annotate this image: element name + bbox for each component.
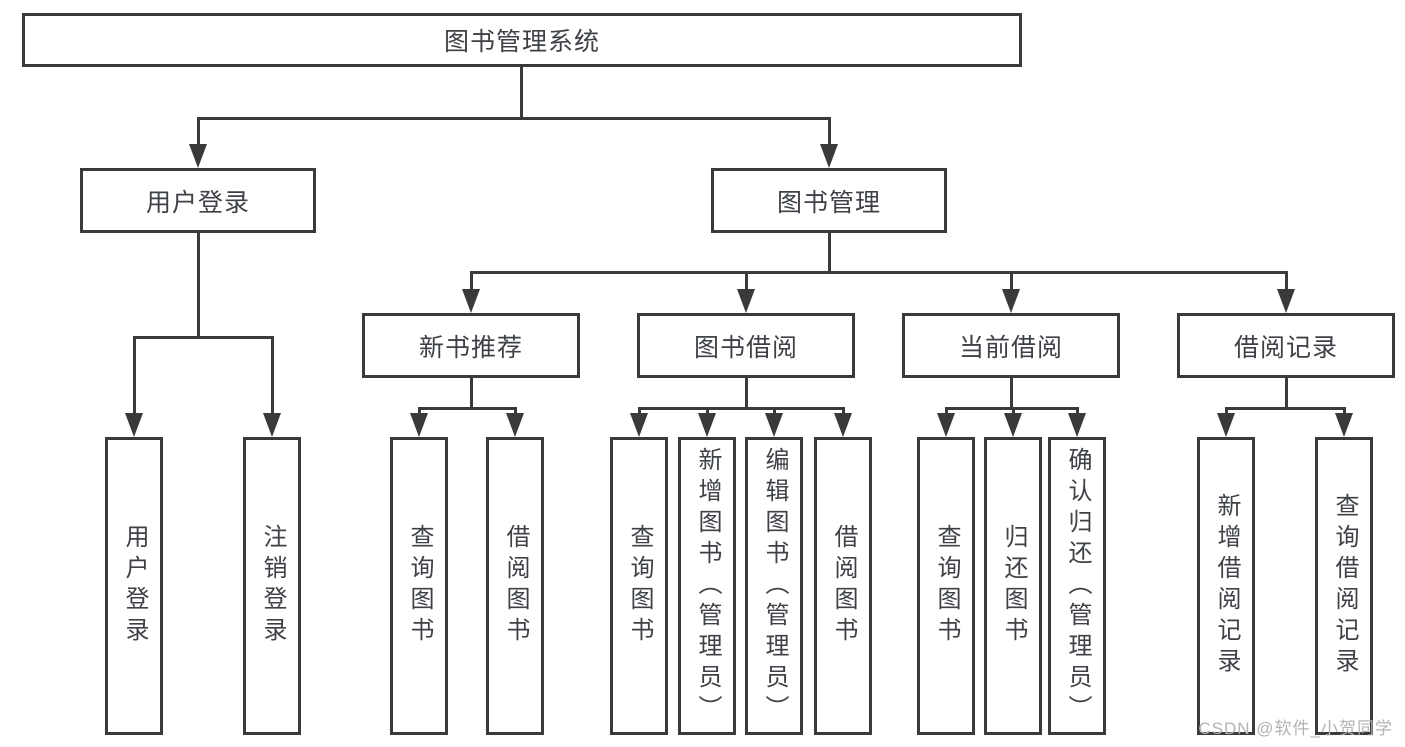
arrowhead-icon bbox=[937, 413, 955, 437]
connector-line bbox=[706, 407, 709, 415]
leaf-label: 归还图书 bbox=[1000, 524, 1027, 648]
arrowhead-icon bbox=[1335, 413, 1353, 437]
node-label: 借阅记录 bbox=[1233, 333, 1338, 362]
arrowhead-icon bbox=[125, 413, 143, 437]
arrowhead-icon bbox=[765, 413, 783, 437]
node-user-login: 用户登录 bbox=[80, 168, 316, 233]
connector-line bbox=[1225, 407, 1228, 415]
leaf-query-books-current: 查询图书 bbox=[917, 437, 975, 735]
leaf-label: 确认归还（管理员） bbox=[1064, 446, 1091, 726]
leaf-edit-book-admin: 编辑图书（管理员） bbox=[745, 437, 803, 735]
node-label: 图书管理 bbox=[776, 188, 881, 217]
connector-line bbox=[828, 233, 831, 274]
connector-line bbox=[828, 117, 831, 146]
connector-line bbox=[1012, 407, 1015, 415]
leaf-query-books-borrow: 查询图书 bbox=[610, 437, 668, 735]
leaf-borrow-books-recommend: 借阅图书 bbox=[486, 437, 544, 735]
arrowhead-icon bbox=[1217, 413, 1235, 437]
leaf-label: 注销登录 bbox=[259, 524, 286, 648]
arrowhead-icon bbox=[1004, 413, 1022, 437]
connector-line bbox=[514, 407, 517, 415]
connector-line bbox=[418, 407, 421, 415]
connector-line bbox=[945, 407, 948, 415]
arrowhead-icon bbox=[410, 413, 428, 437]
node-label: 用户登录 bbox=[145, 188, 250, 217]
connector-line bbox=[470, 271, 473, 291]
connector-line bbox=[1010, 378, 1013, 410]
arrowhead-icon bbox=[698, 413, 716, 437]
leaf-logout: 注销登录 bbox=[243, 437, 301, 735]
node-label: 当前借阅 bbox=[958, 333, 1063, 362]
node-label: 新书推荐 bbox=[418, 333, 523, 362]
leaf-label: 借阅图书 bbox=[502, 524, 529, 648]
connector-line bbox=[133, 336, 136, 415]
node-borrowing-records: 借阅记录 bbox=[1177, 313, 1395, 378]
leaf-query-borrow-record: 查询借阅记录 bbox=[1315, 437, 1373, 735]
leaf-query-books-recommend: 查询图书 bbox=[390, 437, 448, 735]
node-book-management: 图书管理 bbox=[711, 168, 947, 233]
arrowhead-icon bbox=[506, 413, 524, 437]
connector-line bbox=[197, 233, 200, 339]
leaf-label: 查询图书 bbox=[933, 524, 960, 648]
leaf-add-borrow-record: 新增借阅记录 bbox=[1197, 437, 1255, 735]
connector-line bbox=[1225, 407, 1346, 410]
leaf-confirm-return-admin: 确认归还（管理员） bbox=[1048, 437, 1106, 735]
node-label: 图书借阅 bbox=[693, 333, 798, 362]
connector-line bbox=[638, 407, 641, 415]
leaf-return-book: 归还图书 bbox=[984, 437, 1042, 735]
connector-line bbox=[773, 407, 776, 415]
arrowhead-icon bbox=[462, 289, 480, 313]
leaf-label: 查询图书 bbox=[406, 524, 433, 648]
connector-line bbox=[197, 117, 200, 146]
connector-line bbox=[842, 407, 845, 415]
connector-line bbox=[1285, 271, 1288, 291]
connector-line bbox=[520, 67, 523, 120]
node-library-management-system: 图书管理系统 bbox=[22, 13, 1022, 67]
leaf-label: 新增借阅记录 bbox=[1213, 493, 1240, 679]
connector-line bbox=[1285, 378, 1288, 410]
node-current-borrowing: 当前借阅 bbox=[902, 313, 1120, 378]
arrowhead-icon bbox=[1002, 289, 1020, 313]
leaf-label: 查询借阅记录 bbox=[1331, 493, 1358, 679]
connector-line bbox=[197, 117, 831, 120]
connector-line bbox=[745, 271, 748, 291]
node-new-book-recommend: 新书推荐 bbox=[362, 313, 580, 378]
leaf-label: 借阅图书 bbox=[830, 524, 857, 648]
arrowhead-icon bbox=[737, 289, 755, 313]
arrowhead-icon bbox=[189, 144, 207, 168]
leaf-label: 用户登录 bbox=[121, 524, 148, 648]
arrowhead-icon bbox=[1277, 289, 1295, 313]
leaf-user-login: 用户登录 bbox=[105, 437, 163, 735]
connector-line bbox=[418, 407, 517, 410]
arrowhead-icon bbox=[263, 413, 281, 437]
leaf-add-book-admin: 新增图书（管理员） bbox=[678, 437, 736, 735]
connector-line bbox=[1343, 407, 1346, 415]
connector-line bbox=[1076, 407, 1079, 415]
leaf-borrow-books: 借阅图书 bbox=[814, 437, 872, 735]
arrowhead-icon bbox=[820, 144, 838, 168]
node-book-borrowing: 图书借阅 bbox=[637, 313, 855, 378]
connector-line bbox=[745, 378, 748, 410]
connector-line bbox=[271, 336, 274, 415]
watermark: CSDN @软件_小贺同学 bbox=[1198, 719, 1393, 738]
arrowhead-icon bbox=[834, 413, 852, 437]
arrowhead-icon bbox=[1068, 413, 1086, 437]
arrowhead-icon bbox=[630, 413, 648, 437]
leaf-label: 编辑图书（管理员） bbox=[761, 446, 788, 726]
leaf-label: 新增图书（管理员） bbox=[694, 446, 721, 726]
node-label: 图书管理系统 bbox=[443, 28, 600, 56]
connector-line bbox=[470, 378, 473, 410]
connector-line bbox=[470, 271, 1288, 274]
connector-line bbox=[133, 336, 274, 339]
leaf-label: 查询图书 bbox=[626, 524, 653, 648]
connector-line bbox=[638, 407, 845, 410]
connector-line bbox=[1010, 271, 1013, 291]
